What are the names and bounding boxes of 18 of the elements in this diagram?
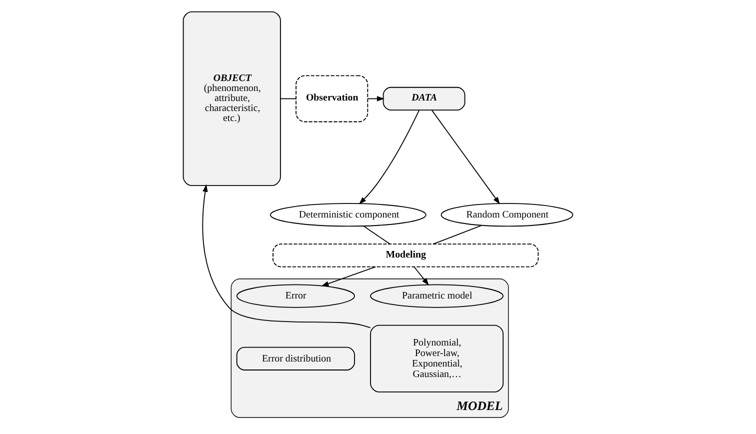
connector <box>280 98 296 99</box>
node-box: DATA <box>382 86 466 110</box>
node-ellipse: Deterministic component <box>270 202 426 226</box>
node-box: Observation <box>296 74 368 122</box>
arrow <box>358 109 420 204</box>
node-ellipse: Parametric model <box>370 284 504 308</box>
node-box: Modeling <box>272 243 539 267</box>
connector <box>363 225 390 244</box>
node-box: Polynomial, Power-law, Exponential, Gaussian,… <box>370 324 504 392</box>
connector <box>432 224 482 244</box>
node-ellipse: Error <box>236 284 356 308</box>
arrow <box>202 184 371 328</box>
node-box: Error distribution <box>236 346 356 370</box>
arrow <box>431 109 500 204</box>
arrow <box>414 266 429 285</box>
node-ellipse: Random Component <box>440 202 574 226</box>
node-box: OBJECT (phenomenon, attribute, characteristic, etc.) <box>182 10 281 186</box>
arrow <box>367 96 384 101</box>
